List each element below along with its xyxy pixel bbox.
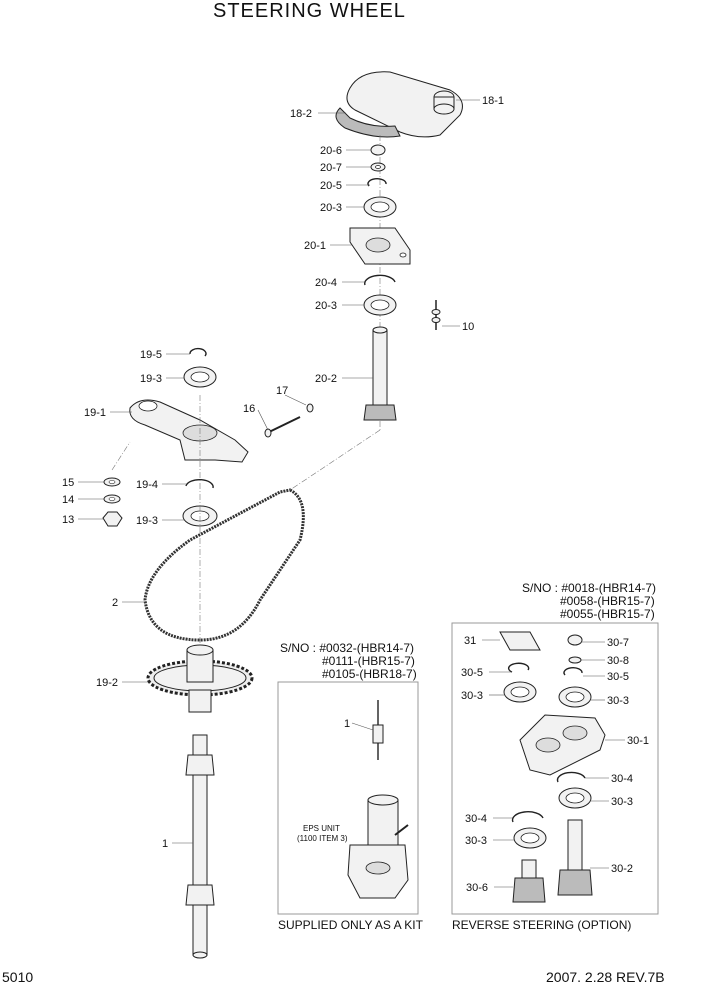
label-20-3-upper: 20-3 [320, 202, 342, 214]
eps-unit [347, 700, 409, 899]
reverse-serial-2: #0058-(HBR15-7) [560, 594, 655, 608]
label-1-kit: 1 [344, 718, 350, 730]
eps-unit-item: (1100 ITEM 3) [297, 834, 348, 843]
kit-serial-3: #0105-(HBR18-7) [322, 667, 417, 681]
reverse-steering-parts [499, 631, 606, 903]
label-19-2: 19-2 [96, 677, 118, 689]
reverse-caption: REVERSE STEERING (OPTION) [452, 918, 631, 932]
label-30-7: 30-7 [607, 637, 629, 649]
label-30-5-right: 30-5 [607, 671, 629, 683]
kit-box [277, 681, 419, 915]
label-30-4-right: 30-4 [611, 773, 633, 785]
reverse-serial-1: S/NO : #0018-(HBR14-7) [522, 581, 656, 595]
label-14: 14 [62, 494, 74, 506]
label-17: 17 [276, 385, 288, 397]
reverse-serial-3: #0055-(HBR15-7) [560, 607, 655, 621]
reverse-steering-box [451, 622, 659, 915]
kit-box-text: S/NO : #0032-(HBR14-7) #0111-(HBR15-7) #… [278, 641, 424, 932]
label-19-5: 19-5 [140, 349, 162, 361]
kit-serial-2: #0111-(HBR15-7) [322, 654, 415, 668]
label-1-column: 1 [162, 838, 168, 850]
drive-chain [143, 488, 305, 642]
diagram-title: STEERING WHEEL [213, 0, 406, 22]
label-2: 2 [112, 597, 118, 609]
label-20-4: 20-4 [315, 277, 337, 289]
label-31: 31 [464, 635, 476, 647]
revision-date: 2007. 2.28 REV.7B [546, 969, 665, 985]
label-19-3-lower: 19-3 [136, 515, 158, 527]
label-19-1: 19-1 [84, 407, 106, 419]
label-15: 15 [62, 477, 74, 489]
label-16: 16 [243, 403, 255, 415]
leader-lines [78, 99, 625, 888]
label-20-6: 20-6 [320, 145, 342, 157]
kit-caption: SUPPLIED ONLY AS A KIT [278, 918, 424, 932]
label-13: 13 [62, 514, 74, 526]
label-10: 10 [462, 321, 474, 333]
kit-serial-1: S/NO : #0032-(HBR14-7) [280, 641, 414, 655]
label-30-8: 30-8 [607, 655, 629, 667]
label-18-1: 18-1 [482, 95, 504, 107]
label-30-3-left-lower: 30-3 [465, 835, 487, 847]
label-30-3-right-lower: 30-3 [611, 796, 633, 808]
label-30-1: 30-1 [627, 735, 649, 747]
label-19-3-upper: 19-3 [140, 373, 162, 385]
label-30-5-left: 30-5 [461, 667, 483, 679]
label-20-5: 20-5 [320, 180, 342, 192]
label-20-2: 20-2 [315, 373, 337, 385]
page-number: 5010 [2, 969, 33, 985]
label-20-3-lower: 20-3 [315, 300, 337, 312]
steering-arm-assembly [102, 347, 314, 527]
label-20-7: 20-7 [320, 162, 342, 174]
label-20-1: 20-1 [304, 240, 326, 252]
steering-column [185, 734, 215, 959]
label-30-3-right-upper: 30-3 [607, 695, 629, 707]
label-18-2: 18-2 [290, 108, 312, 120]
label-19-4: 19-4 [136, 479, 158, 491]
reverse-box-text: S/NO : #0018-(HBR14-7) #0058-(HBR15-7) #… [452, 581, 656, 932]
label-30-3-left-upper: 30-3 [461, 690, 483, 702]
upper-shaft-parts [349, 144, 441, 421]
eps-unit-label: EPS UNIT [303, 824, 340, 833]
steering-knob-assembly [335, 71, 463, 138]
label-30-6: 30-6 [466, 882, 488, 894]
label-30-4-left: 30-4 [465, 813, 487, 825]
part-labels: 18-2 18-1 20-6 20-7 20-5 20-3 20-1 20-4 … [62, 95, 649, 894]
label-30-2: 30-2 [611, 863, 633, 875]
sprocket [146, 644, 254, 713]
